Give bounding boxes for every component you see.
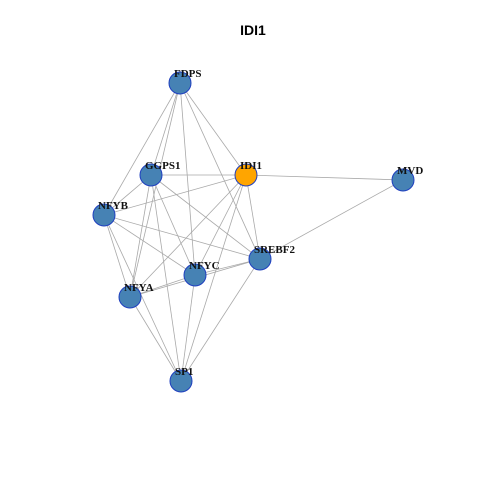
nodes-layer: [92, 71, 415, 393]
edge-ggps1-srebf2: [150, 174, 261, 260]
edge-idi1-mvd: [245, 174, 404, 181]
edge-idi1-nfyb: [103, 174, 247, 216]
node-fdps[interactable]: [168, 71, 192, 95]
edge-nfyb-srebf2: [103, 214, 261, 260]
node-label-srebf2: SREBF2: [254, 244, 295, 256]
edge-nfyb-nfyc: [103, 214, 196, 276]
node-label-nfyb: NFYB: [98, 200, 129, 212]
node-mvd[interactable]: [391, 168, 415, 192]
edge-fdps-nfyb: [103, 82, 181, 216]
node-idi1[interactable]: [234, 163, 258, 187]
edge-fdps-nfyc: [179, 82, 196, 276]
edge-nfyb-nfya: [103, 214, 131, 298]
node-label-mvd: MVD: [397, 165, 423, 177]
node-nfyc[interactable]: [183, 263, 207, 287]
edge-nfyb-sp1: [103, 214, 182, 382]
node-label-idi1: IDI1: [240, 160, 262, 172]
node-nfyb[interactable]: [92, 203, 116, 227]
edges-layer: [103, 82, 404, 382]
edge-ggps1-nfyc: [150, 174, 196, 276]
edge-ggps1-nfya: [129, 174, 152, 298]
edge-fdps-nfya: [129, 82, 181, 298]
node-ggps1[interactable]: [139, 163, 163, 187]
edge-fdps-srebf2: [179, 82, 261, 260]
edge-nfyc-sp1: [180, 274, 196, 382]
node-nfya[interactable]: [118, 285, 142, 309]
edge-idi1-srebf2: [245, 174, 261, 260]
node-label-nfyc: NFYC: [189, 260, 220, 272]
node-label-sp1: SP1: [175, 366, 193, 378]
edge-fdps-ggps1: [150, 82, 181, 176]
edge-fdps-idi1: [179, 82, 247, 176]
edge-srebf2-sp1: [180, 258, 261, 382]
node-srebf2[interactable]: [248, 247, 272, 271]
edge-ggps1-sp1: [150, 174, 182, 382]
edge-idi1-nfyc: [194, 174, 247, 276]
edge-nfya-sp1: [129, 296, 182, 382]
edge-mvd-srebf2: [259, 179, 404, 260]
edge-idi1-sp1: [180, 174, 247, 382]
node-label-ggps1: GGPS1: [145, 160, 180, 172]
node-sp1[interactable]: [169, 369, 193, 393]
edge-idi1-nfya: [129, 174, 247, 298]
node-label-nfya: NFYA: [124, 282, 154, 294]
node-label-fdps: FDPS: [174, 68, 202, 80]
diagram-title: IDI1: [240, 22, 266, 38]
